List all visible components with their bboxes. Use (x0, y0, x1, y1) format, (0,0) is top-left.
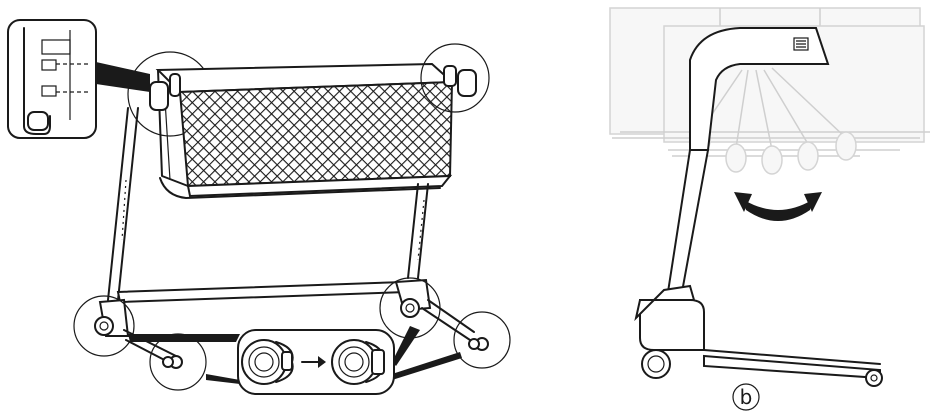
mark-label: b (740, 385, 753, 409)
callout-beam (96, 62, 150, 92)
rear-wheel (641, 349, 671, 379)
support-column (666, 149, 710, 293)
right-panel: b (609, 7, 930, 411)
swing-arrow-icon (744, 200, 812, 221)
stand-base (634, 284, 883, 387)
front-caster (865, 369, 883, 387)
bassinet-side-latch (149, 81, 169, 111)
mesh-side-panel (178, 80, 454, 188)
corner-zoom-circle-right (420, 43, 490, 113)
control-panel (793, 37, 809, 51)
corner-latch-right (457, 69, 477, 97)
left-panel (7, 19, 511, 395)
wheel-zoom-circle-1 (73, 295, 135, 357)
clip-detail-frame (7, 19, 97, 139)
leg-left (107, 107, 139, 301)
caster-zoom-circle-2 (453, 311, 511, 369)
bassinet-frame (149, 62, 455, 199)
clip-detail-callout (7, 19, 150, 139)
clip-knob (27, 111, 49, 131)
swivel-arm (689, 27, 830, 151)
leg-right (407, 183, 429, 279)
circled-b-icon: b (732, 383, 760, 411)
wheel-lock-detail (237, 329, 395, 395)
